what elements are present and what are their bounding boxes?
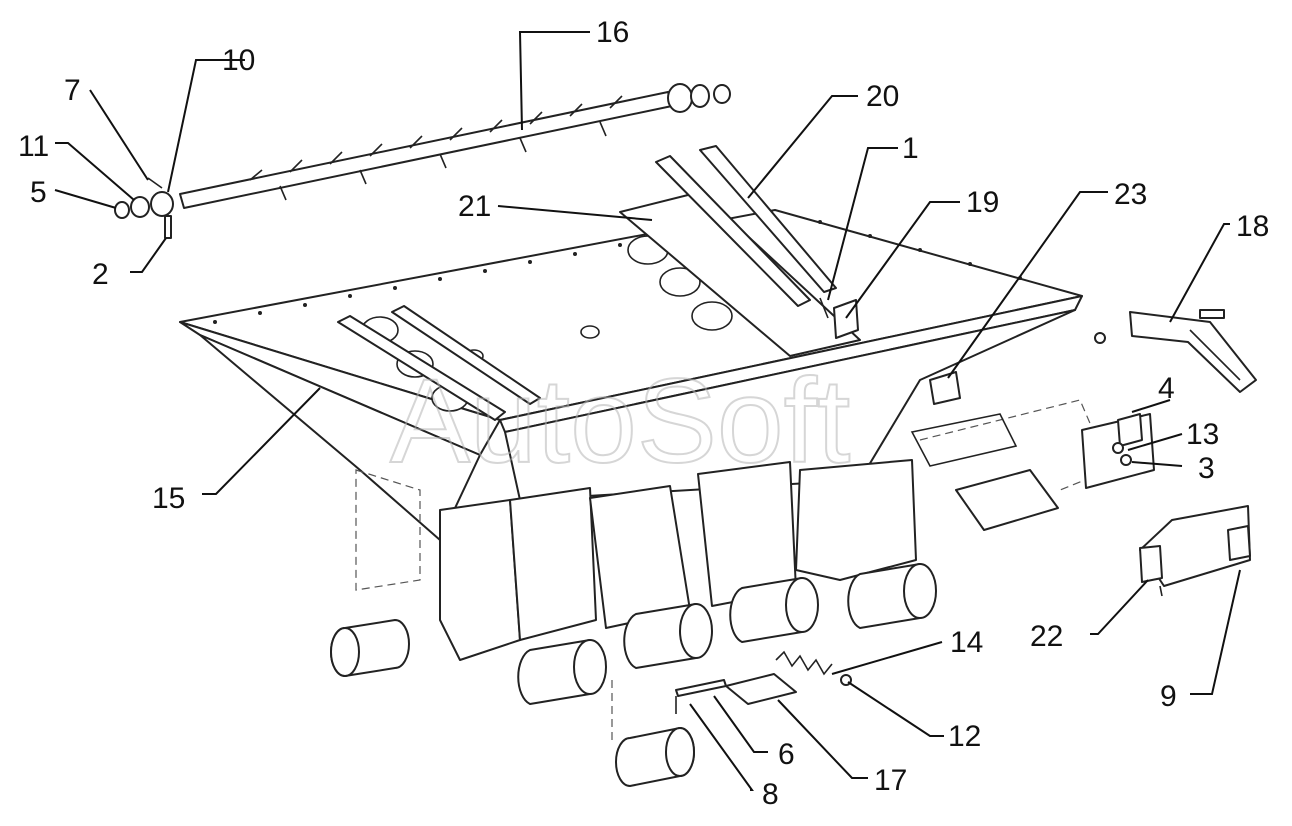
callout-22: 22 <box>1030 620 1063 653</box>
agitator-shaft <box>179 91 673 209</box>
callout-8: 8 <box>762 778 779 811</box>
shaft-left-bearing <box>114 177 174 239</box>
callout-13: 13 <box>1186 418 1219 451</box>
shaft-right-bearing <box>667 83 731 113</box>
callout-9: 9 <box>1160 680 1177 713</box>
slide-plate <box>910 413 1059 531</box>
callout-3: 3 <box>1198 452 1215 485</box>
callout-19: 19 <box>966 186 999 219</box>
rail-left <box>337 305 541 421</box>
callout-6: 6 <box>778 738 795 771</box>
callout-18: 18 <box>1236 210 1269 243</box>
roller-3 <box>729 577 819 643</box>
callout-7: 7 <box>64 74 81 107</box>
pin-6 <box>675 679 727 714</box>
callout-11: 11 <box>18 130 49 163</box>
bracket-17 <box>725 673 797 705</box>
bracket-23 <box>929 371 961 405</box>
callout-labels: 1 2 3 4 5 6 7 8 9 10 11 12 13 14 15 16 1… <box>18 16 1269 811</box>
rail-right <box>655 145 837 307</box>
dosing-unit-1 <box>439 487 597 661</box>
cover-plate <box>619 191 861 357</box>
callout-5: 5 <box>30 176 47 209</box>
callout-15: 15 <box>152 482 185 515</box>
watermark: AutoSoft <box>390 354 850 488</box>
loose-sleeve-bottom <box>615 727 695 787</box>
loose-sleeve-left <box>330 619 410 677</box>
callout-4: 4 <box>1158 372 1175 405</box>
assembly-outline-right <box>919 399 1111 491</box>
assembly-outline-left <box>355 469 421 591</box>
callout-21: 21 <box>458 190 491 223</box>
callout-17: 17 <box>874 764 907 797</box>
callout-12: 12 <box>948 720 981 753</box>
callout-2: 2 <box>92 258 109 291</box>
callout-10: 10 <box>222 44 255 77</box>
roller-4 <box>847 563 937 629</box>
roller-1 <box>517 639 607 705</box>
callout-1: 1 <box>902 132 919 165</box>
callout-14: 14 <box>950 626 983 659</box>
callout-20: 20 <box>866 80 899 113</box>
roller-2 <box>623 603 713 669</box>
shutter-plate <box>1081 413 1155 489</box>
leader-lines <box>54 31 1241 791</box>
side-plate-22 <box>1139 505 1251 597</box>
end-cover-18 <box>1094 309 1257 393</box>
spring-14 <box>775 650 833 676</box>
hopper-body <box>179 209 1083 541</box>
callout-23: 23 <box>1114 178 1147 211</box>
callout-16: 16 <box>596 16 629 49</box>
